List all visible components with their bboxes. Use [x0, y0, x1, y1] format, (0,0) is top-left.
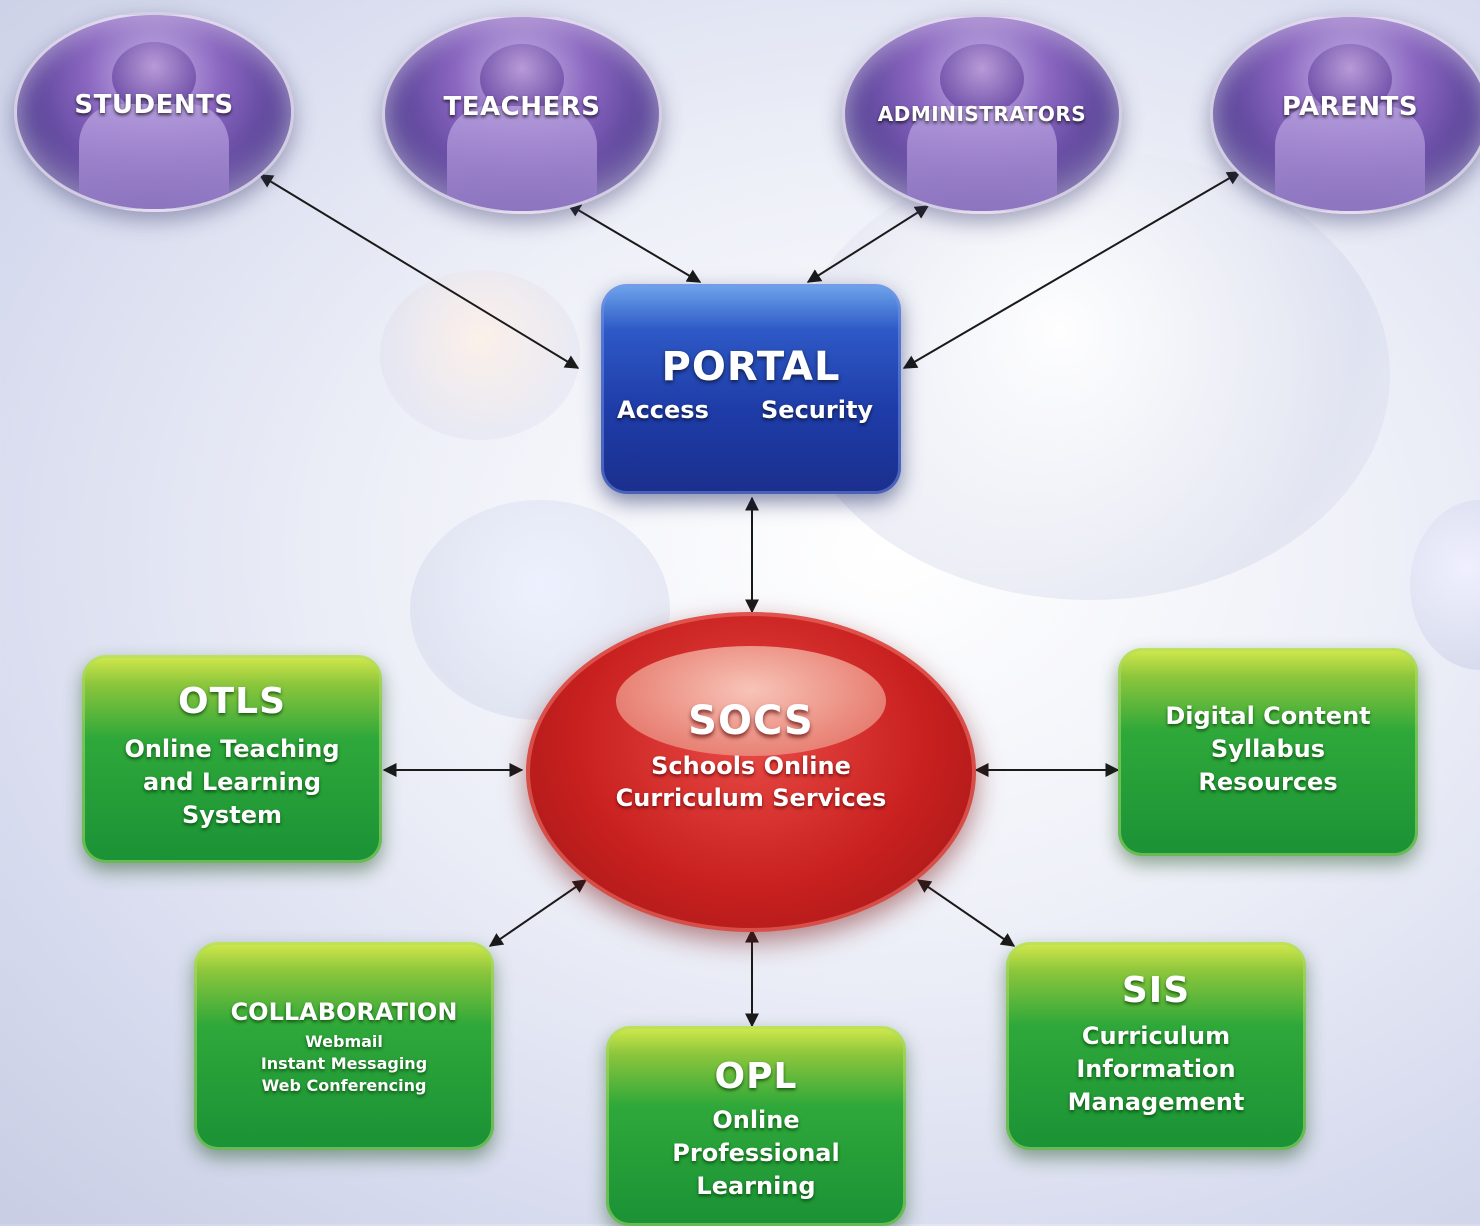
parents-label: PARENTS	[1281, 92, 1419, 122]
connector-teachers-portal	[566, 203, 702, 283]
digital-content-line1: Digital Content	[1165, 702, 1371, 730]
connector-socs-sis	[916, 879, 1016, 947]
otls-title: OTLS	[177, 681, 287, 722]
collaboration-line3: Web Conferencing	[261, 1076, 427, 1095]
user-bubble	[14, 12, 294, 212]
otls-box[interactable]: OTLS Online Teaching and Learning System	[82, 655, 382, 863]
administrators-node[interactable]: ADMINISTRATORS	[842, 14, 1122, 214]
person-icon	[1308, 44, 1392, 115]
sis-line3: Management	[1067, 1088, 1245, 1116]
opl-line3: Learning	[696, 1172, 816, 1200]
user-bubble	[382, 14, 662, 214]
socs-highlight	[616, 646, 886, 756]
person-icon	[940, 44, 1024, 115]
digital-content-line2: Syllabus	[1210, 735, 1326, 763]
person-body-icon	[447, 106, 597, 211]
digital-content-line3: Resources	[1198, 768, 1338, 796]
collaboration-box[interactable]: COLLABORATION Webmail Instant Messaging …	[194, 942, 494, 1150]
students-node[interactable]: STUDENTS	[14, 12, 294, 212]
portal-title: PORTAL	[661, 344, 841, 390]
opl-box[interactable]: OPL Online Professional Learning	[606, 1026, 906, 1226]
person-icon	[480, 44, 564, 115]
teachers-node[interactable]: TEACHERS	[382, 14, 662, 214]
connector-socs-collaboration	[488, 879, 588, 947]
user-bubble	[842, 14, 1122, 214]
otls-line2: and Learning	[143, 768, 321, 796]
sis-title: SIS	[1121, 970, 1191, 1011]
sis-line1: Curriculum	[1081, 1022, 1231, 1050]
portal-security-label: Security	[761, 396, 874, 424]
connector-parents-portal	[902, 171, 1242, 369]
collaboration-title: COLLABORATION	[230, 998, 458, 1026]
person-body-icon	[79, 104, 229, 209]
portal-access-label: Access	[617, 396, 709, 424]
collaboration-line1: Webmail	[305, 1032, 383, 1051]
connector-administrators-portal	[806, 205, 930, 283]
collaboration-line2: Instant Messaging	[260, 1054, 428, 1073]
socs-subtitle-line1: Schools Online	[651, 752, 851, 780]
otls-line3: System	[182, 801, 282, 829]
parents-node[interactable]: PARENTS	[1210, 14, 1480, 214]
connector-students-portal	[258, 174, 580, 369]
students-label: STUDENTS	[74, 90, 234, 120]
sis-line2: Information	[1076, 1055, 1236, 1083]
opl-title: OPL	[714, 1056, 798, 1097]
person-body-icon	[907, 106, 1057, 211]
teachers-label: TEACHERS	[443, 92, 601, 122]
administrators-label: ADMINISTRATORS	[877, 102, 1087, 126]
person-body-icon	[1275, 106, 1425, 211]
person-icon	[112, 42, 196, 113]
otls-line1: Online Teaching	[124, 735, 340, 763]
socs-subtitle-line2: Curriculum Services	[615, 784, 887, 812]
socs-title: SOCS	[688, 698, 814, 744]
digital-content-box[interactable]: Digital Content Syllabus Resources	[1118, 648, 1418, 856]
user-bubble	[1210, 14, 1480, 214]
opl-line2: Professional	[672, 1139, 840, 1167]
opl-line1: Online	[712, 1106, 800, 1134]
socs-hub[interactable]: SOCS Schools Online Curriculum Services	[526, 612, 976, 932]
sis-box[interactable]: SIS Curriculum Information Management	[1006, 942, 1306, 1150]
portal-box[interactable]: PORTAL Access Security	[601, 284, 901, 494]
